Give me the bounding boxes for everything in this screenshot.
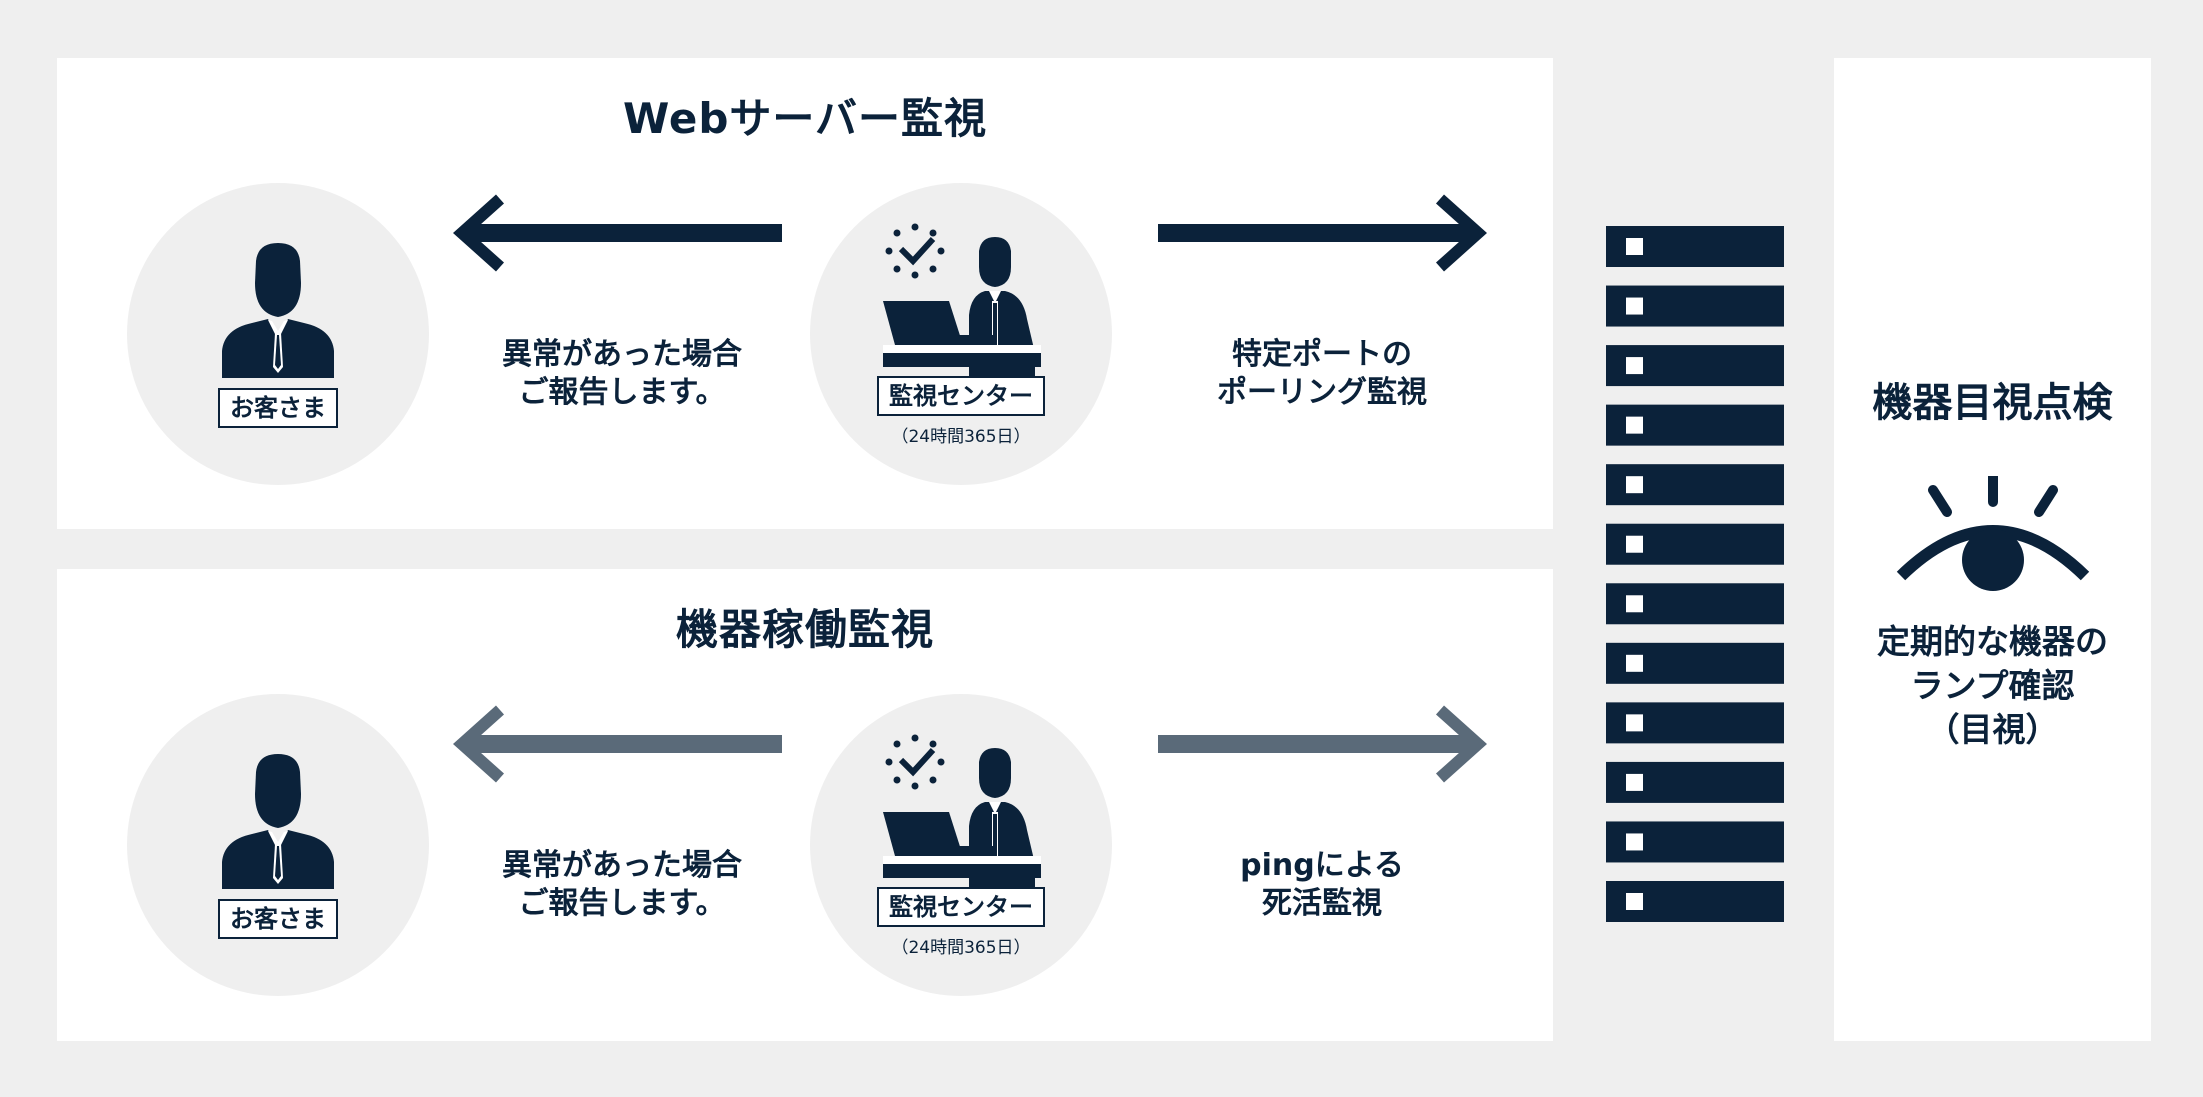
polling-caption-line-1: 特定ポートの	[1232, 337, 1412, 372]
visual-caption-line-1: 定期的な機器の	[1877, 622, 2108, 661]
visual-inspection-title: 機器目視点検	[1872, 380, 2113, 426]
customer-circle: お客さま	[127, 183, 429, 485]
server-lamp	[1626, 893, 1643, 910]
ping-caption-line-1: pingによる	[1240, 848, 1404, 883]
eye-icon	[1896, 476, 2090, 591]
operator-clock-icon	[883, 223, 1041, 378]
monitoring-hours: （24時間365日）	[891, 938, 1031, 958]
polling-caption: 特定ポートの ポーリング監視	[1157, 336, 1487, 412]
server-lamp	[1626, 476, 1643, 494]
report-caption-line-2: ご報告します。	[518, 375, 726, 410]
server-lamp	[1626, 238, 1643, 255]
visual-caption-line-3: （目視）	[1926, 710, 2059, 749]
customer-person-icon	[222, 754, 334, 889]
monitoring-center-circle: 監視センター （24時間365日）	[810, 694, 1112, 996]
customer-circle: お客さま	[127, 694, 429, 996]
customer-label: お客さま	[218, 388, 338, 428]
report-caption: 異常があった場合 ご報告します。	[467, 847, 777, 923]
device-monitoring-panel: 機器稼働監視 お客さま 異常があった場合 ご報告します。	[57, 569, 1553, 1041]
server-lamp	[1626, 773, 1643, 791]
report-caption-line-1: 異常があった場合	[502, 848, 742, 883]
server-lamp	[1626, 416, 1643, 434]
report-arrow-left	[453, 705, 782, 783]
server-unit	[1606, 821, 1784, 863]
ping-arrow-right	[1158, 705, 1487, 783]
server-unit	[1606, 523, 1784, 565]
monitoring-center-label: 監視センター	[877, 887, 1045, 927]
server-lamp	[1626, 833, 1643, 851]
visual-caption-line-2: ランプ確認	[1910, 666, 2075, 705]
server-lamp	[1626, 535, 1643, 553]
server-unit	[1606, 761, 1784, 803]
server-unit	[1606, 404, 1784, 446]
report-caption-line-2: ご報告します。	[518, 886, 726, 921]
monitoring-hours: （24時間365日）	[891, 427, 1031, 447]
panel-title: Webサーバー監視	[623, 94, 987, 143]
report-caption-line-1: 異常があった場合	[502, 337, 742, 372]
visual-inspection-caption: 定期的な機器の ランプ確認 （目視）	[1834, 620, 2151, 752]
visual-inspection-panel: 機器目視点検 定期的な機器の ランプ確認 （目視）	[1834, 58, 2151, 1041]
server-unit	[1606, 881, 1784, 922]
report-caption: 異常があった場合 ご報告します。	[467, 336, 777, 412]
server-unit	[1606, 226, 1784, 267]
panel-title: 機器稼働監視	[675, 605, 934, 654]
ping-caption: pingによる 死活監視	[1157, 847, 1487, 923]
ping-caption-line-2: 死活監視	[1262, 886, 1382, 921]
server-lamp	[1626, 595, 1643, 613]
server-unit	[1606, 345, 1784, 387]
polling-caption-line-2: ポーリング監視	[1217, 375, 1427, 410]
server-unit	[1606, 285, 1784, 327]
customer-label: お客さま	[218, 899, 338, 939]
server-lamp	[1626, 654, 1643, 672]
server-unit	[1606, 464, 1784, 506]
server-lamp	[1626, 297, 1643, 315]
customer-person-icon	[222, 243, 334, 378]
server-lamp	[1626, 357, 1643, 375]
monitoring-center-label: 監視センター	[877, 376, 1045, 416]
monitoring-center-circle: 監視センター （24時間365日）	[810, 183, 1112, 485]
server-lamp	[1626, 714, 1643, 732]
web-server-monitoring-panel: Webサーバー監視 お客さま 異常があった場合 ご報告します。	[57, 58, 1553, 529]
operator-clock-icon	[883, 734, 1041, 889]
server-unit	[1606, 642, 1784, 684]
server-rack-icon	[1606, 226, 1784, 922]
server-unit	[1606, 583, 1784, 625]
report-arrow-left	[453, 194, 782, 272]
polling-arrow-right	[1158, 194, 1487, 272]
server-unit	[1606, 702, 1784, 744]
